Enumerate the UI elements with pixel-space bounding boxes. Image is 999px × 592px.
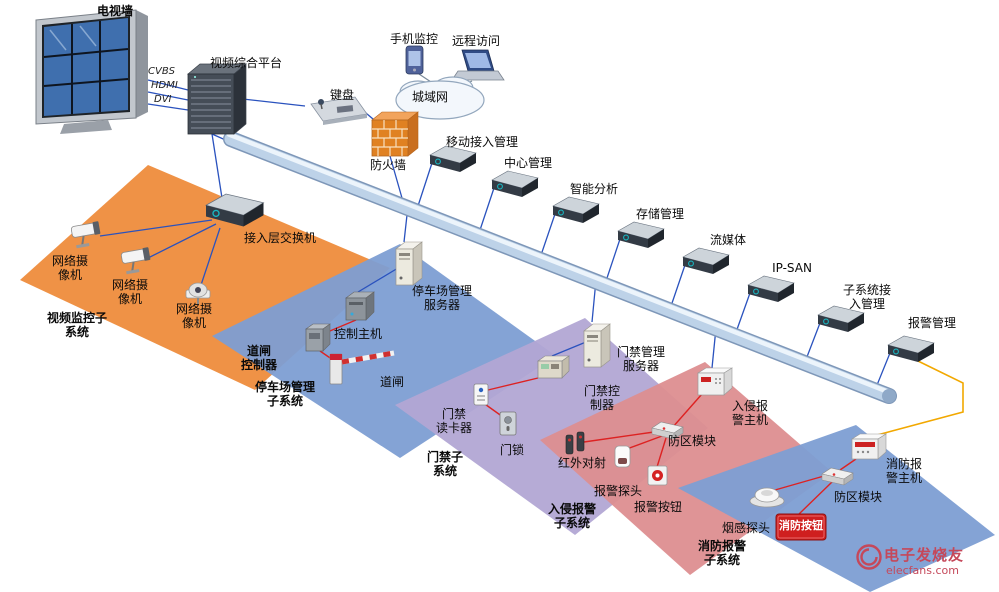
- intelligent-analysis-label: 智能分析: [569, 182, 618, 196]
- tv-wall-label: 电视墙: [96, 4, 133, 18]
- barrier-gate-icon: [329, 350, 395, 385]
- control-host-icon: [345, 291, 375, 321]
- alarm-mgmt-node-icon: [887, 335, 935, 363]
- infrared-beam-label: 红外对射: [557, 456, 606, 470]
- intrusion-zone-title: 入侵报警 子系统: [547, 502, 596, 531]
- alarm-button-label: 报警按钮: [633, 500, 682, 514]
- laptop-icon: [451, 49, 505, 81]
- mobile-phone-icon: [405, 45, 424, 75]
- access-server-label: 门禁管理 服务器: [616, 345, 665, 374]
- watermark-logo-icon: [856, 544, 882, 570]
- barrier-controller-label: 道闸 控制器: [240, 344, 277, 373]
- fire-mgmt-link: [865, 360, 964, 439]
- door-lock-label: 门锁: [499, 443, 524, 457]
- storage-mgmt-node-icon: [617, 221, 665, 249]
- pir-detector-icon: [614, 445, 631, 468]
- access-controller-icon: [537, 355, 570, 379]
- streaming-node-icon: [682, 247, 730, 275]
- zones-layer: [20, 165, 995, 592]
- control-host-label: 控制主机: [333, 327, 382, 341]
- phone-monitor-label: 手机监控: [389, 32, 438, 46]
- metro-network-cloud-icon: [395, 76, 485, 120]
- door-lock-icon: [499, 411, 517, 436]
- center-mgmt-node-icon: [491, 170, 539, 198]
- intrusion-host-label: 入侵报 警主机: [731, 399, 768, 428]
- barrier-label: 道闸: [379, 375, 404, 389]
- ip-san-node-icon: [747, 275, 795, 303]
- streaming-label: 流媒体: [709, 233, 746, 247]
- fire-zone-module-label: 防区模块: [833, 490, 882, 504]
- smoke-detector-label: 烟感探头: [721, 521, 770, 535]
- fire-button-icon: [775, 513, 827, 541]
- infrared-beam-icon: [565, 431, 585, 455]
- fire-host-label: 消防报 警主机: [885, 457, 922, 486]
- video-zone-title: 视频监控子 系统: [46, 311, 107, 340]
- pipe-end-cap: [882, 389, 896, 403]
- access-switch-label: 接入层交换机: [243, 231, 316, 245]
- ip-san-label: IP-SAN: [772, 261, 812, 275]
- access-zone-title: 门禁子 系统: [426, 450, 463, 479]
- network-camera3-icon: [185, 282, 211, 304]
- hdmi-label: HDMI: [151, 80, 178, 91]
- intrusion-host-icon: [696, 367, 734, 396]
- camera3-label: 网络摄 像机: [175, 302, 212, 331]
- watermark-brand: 电子发烧友: [884, 546, 965, 564]
- parking-zone-title: 停车场管理 子系统: [254, 380, 315, 409]
- alarm-links: [317, 319, 857, 516]
- pir-detector-label: 报警探头: [593, 484, 642, 498]
- fire-zone-title: 消防报警 子系统: [697, 539, 746, 568]
- video-platform-label: 视频综合平台: [209, 56, 282, 70]
- alarm-button-icon: [647, 465, 668, 486]
- card-reader-icon: [473, 383, 489, 406]
- remote-access-label: 远程访问: [451, 34, 500, 48]
- tv-wall-icon: [35, 9, 148, 134]
- backbone-pipe: [223, 131, 897, 404]
- smoke-detector-icon: [749, 487, 785, 508]
- watermark-site: elecfans.com: [886, 564, 959, 577]
- parking-server-label: 停车场管理 服务器: [411, 284, 472, 313]
- metro-network-label: 城域网: [411, 90, 448, 104]
- intelligent-analysis-node-icon: [552, 196, 600, 224]
- keyboard-icon: [310, 96, 368, 125]
- fire-button-label: 消防按钮: [779, 519, 823, 532]
- fire-host-icon: [850, 433, 888, 460]
- center-mgmt-label: 中心管理: [503, 156, 552, 170]
- parking-server-icon: [395, 241, 423, 286]
- keyboard-label: 键盘: [329, 88, 354, 102]
- dvi-label: DVI: [154, 94, 172, 105]
- video-platform-rack-icon: [187, 63, 247, 135]
- firewall-label: 防火墙: [369, 158, 406, 172]
- barrier-controller-icon: [305, 323, 331, 352]
- subsystem-access-label: 子系统接 入管理: [842, 283, 891, 312]
- fire-zone-shape: [678, 425, 995, 592]
- firewall-icon: [371, 111, 419, 157]
- storage-mgmt-label: 存储管理: [635, 207, 684, 221]
- mobile-access-node-icon: [429, 145, 477, 173]
- camera1-label: 网络摄 像机: [51, 254, 88, 283]
- intrusion-zone-module-label: 防区模块: [667, 434, 716, 448]
- access-server-icon: [583, 323, 611, 368]
- cvbs-label: CVBS: [148, 66, 176, 77]
- mobile-access-label: 移动接入管理: [445, 135, 518, 149]
- access-controller-label: 门禁控 制器: [583, 384, 620, 413]
- camera2-label: 网络摄 像机: [111, 278, 148, 307]
- alarm-mgmt-label: 报警管理: [907, 316, 956, 330]
- icons-layer: [35, 9, 935, 570]
- card-reader-label: 门禁 读卡器: [435, 407, 472, 436]
